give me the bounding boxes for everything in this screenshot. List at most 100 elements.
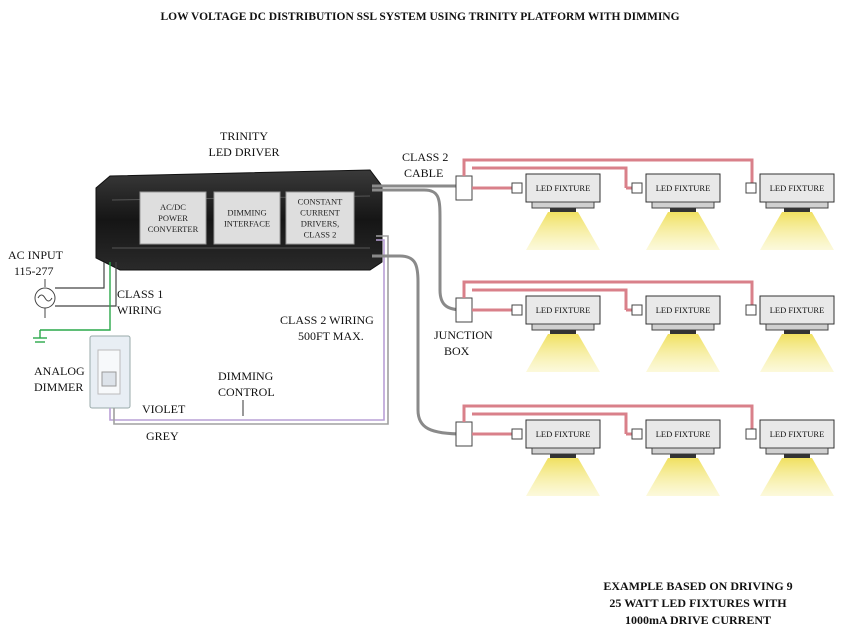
led-fixture: LED FIXTURE [745,419,835,496]
fixture-connector [511,182,523,194]
led-fixture: LED FIXTURE [511,173,601,250]
light-beam [526,212,600,250]
fixture-label: LED FIXTURE [770,183,825,193]
violet-label: VIOLET [142,402,186,416]
fixture-housing [759,173,835,203]
fixture-label: LED FIXTURE [536,429,591,439]
cable-row3 [372,254,465,436]
fixture-label: LED FIXTURE [770,429,825,439]
junction-box [455,297,473,323]
fixture-housing [525,173,601,203]
module-3-text: CLASS 2 [304,230,337,240]
fixture-label: LED FIXTURE [656,429,711,439]
led-fixture: LED FIXTURE [511,419,601,496]
fixture-label: LED FIXTURE [656,305,711,315]
class2-cable-label-1: CLASS 2 [402,150,448,164]
fixture-lens [550,208,576,212]
module-3-text: DRIVERS, [301,219,340,229]
dimming-control-label-1: DIMMING [218,369,274,383]
light-beam [646,212,720,250]
class2-cable [472,166,628,188]
led-fixture: LED FIXTURE [631,419,721,496]
ac-line-wire [55,262,105,289]
ac-dc-module [139,191,207,245]
junction-box [455,421,473,447]
fixture-housing [759,419,835,449]
fixture-connector [631,428,643,440]
violet-wire [109,239,385,421]
driver-label-2: LED DRIVER [209,145,280,159]
fixture-lens [550,330,576,334]
fixture-label: LED FIXTURE [770,305,825,315]
class2-trunk-cables [372,184,465,436]
ac-source-icon [34,279,56,318]
module-2-text: INTERFACE [224,219,270,229]
dimmer-label-1: ANALOG [34,364,85,378]
fixture-connector [511,428,523,440]
fixture-row-3: LED FIXTURE LED FIXTURE LED FIXTURE [455,404,835,496]
fixture-label: LED FIXTURE [656,183,711,193]
class2-cable [462,158,754,188]
fixture-housing [645,419,721,449]
fixture-lens [784,330,810,334]
led-fixture: LED FIXTURE [631,173,721,250]
junction-box [455,175,473,201]
fixture-connector [745,182,757,194]
fixture-connector [511,304,523,316]
grey-label: GREY [146,429,179,443]
module-2-text: DIMMING [227,208,266,218]
fixture-lens [670,208,696,212]
fixture-base [765,447,829,455]
light-beam [760,212,834,250]
fixture-connector [631,304,643,316]
fixture-lens [784,454,810,458]
fixture-row-1: LED FIXTURE LED FIXTURE LED FIXTURE [455,158,835,250]
class1-label-2: WIRING [117,303,162,317]
class2-wiring-label-2: 500FT MAX. [298,329,364,343]
fixture-housing [525,419,601,449]
fixture-lens [670,330,696,334]
fixture-lens [784,208,810,212]
fixture-connector [631,182,643,194]
junction-box-label-2: BOX [444,344,470,358]
cable-row2 [372,188,465,312]
fixture-base [531,201,595,209]
analog-dimmer [89,335,131,409]
led-fixture: LED FIXTURE [631,295,721,372]
ac-input-label-2: 115-277 [14,264,54,278]
module-1-text: POWER [158,213,188,223]
class2-cable [472,288,628,310]
constant-current-module [285,191,355,245]
fixture-base [765,323,829,331]
light-beam [526,458,600,496]
module-3-text: CONSTANT [298,197,343,207]
fixture-lens [670,454,696,458]
fixture-connector [745,304,757,316]
light-beam [646,458,720,496]
junction-box-label-1: JUNCTION [434,328,493,342]
class1-label-1: CLASS 1 [117,287,163,301]
driver-label-1: TRINITY [220,129,268,143]
module-1-text: AC/DC [160,202,186,212]
note-line-1: EXAMPLE BASED ON DRIVING 9 [603,579,792,593]
dimming-control-label-2: CONTROL [218,385,275,399]
led-fixture: LED FIXTURE [745,173,835,250]
ground-icon [33,262,111,343]
light-beam [760,458,834,496]
fixture-base [651,201,715,209]
dimmer-label-2: DIMMER [34,380,83,394]
dimming-interface-module [213,191,281,245]
fixture-label: LED FIXTURE [536,305,591,315]
class2-cable [472,412,628,434]
fixture-row-2: LED FIXTURE LED FIXTURE LED FIXTURE [455,280,835,372]
fixture-housing [525,295,601,325]
note-line-3: 1000mA DRIVE CURRENT [625,613,771,627]
class2-cable [462,404,754,434]
light-beam [760,334,834,372]
class2-cable [462,280,754,310]
grey-wire [113,235,389,425]
fixture-lens [550,454,576,458]
led-fixture: LED FIXTURE [745,295,835,372]
